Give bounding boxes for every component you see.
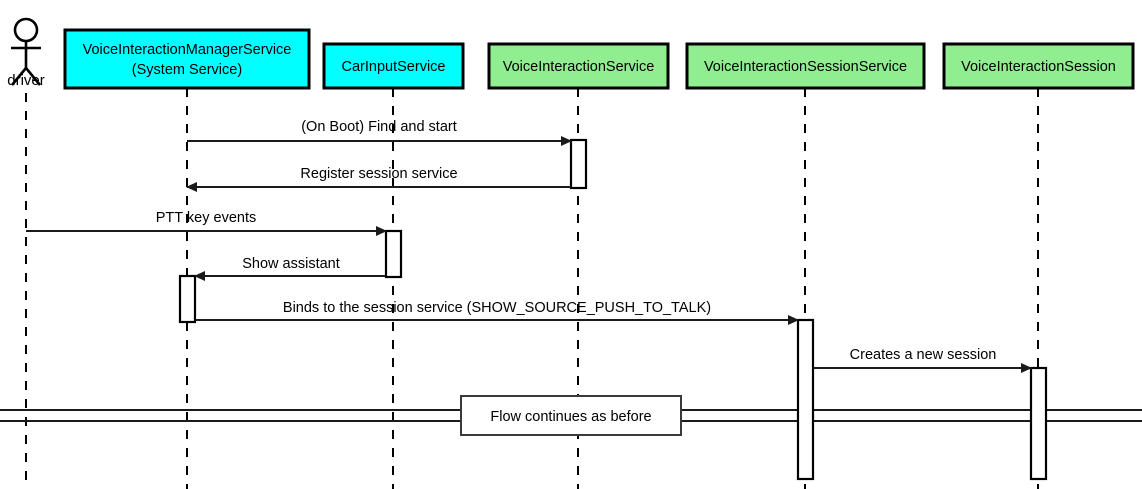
activation-bar-vsession (1029, 366, 1048, 481)
msg-register-session-service-label: Register session service (300, 166, 457, 182)
activation-bar-carinput (384, 229, 403, 279)
activation-bars-group (178, 138, 1048, 481)
actor-leg-left-icon (10, 67, 28, 86)
participant-label-vims: VoiceInteractionManagerService (83, 42, 292, 58)
participant-label-vis: VoiceInteractionService (503, 59, 655, 75)
participants-group: VoiceInteractionManagerService (System Se… (63, 28, 1135, 90)
actor-group: driver (7, 17, 45, 89)
participant-box-vsession[interactable] (942, 42, 1135, 90)
participant-box-vims[interactable] (63, 28, 311, 90)
msg-show-assistant-label: Show assistant (242, 256, 340, 272)
participant-label-vsession: VoiceInteractionSession (961, 59, 1116, 75)
participant-box-viss[interactable] (685, 42, 926, 90)
activation-bar-vims (178, 274, 197, 324)
activation-bar-viss (796, 318, 815, 481)
actor-head-icon (13, 17, 39, 43)
flow-break-box (460, 395, 682, 436)
flow-break-group: Flow continues as before (460, 395, 682, 436)
msg-ptt-key-events-label: PTT key events (156, 210, 256, 226)
activation-bar-vis (569, 138, 588, 190)
actor-leg-right-icon (24, 67, 42, 86)
actor-label-driver: driver (7, 72, 45, 89)
flow-break-label: Flow continues as before (490, 409, 651, 425)
msg-binds-to-session-service-label: Binds to the session service (SHOW_SOURC… (283, 300, 711, 316)
participant-sublabel-vims: (System Service) (132, 62, 242, 78)
participant-box-vis[interactable] (487, 42, 670, 90)
participant-box-carinput[interactable] (322, 42, 465, 90)
participant-label-viss: VoiceInteractionSessionService (704, 59, 907, 75)
msg-find-and-start-label: (On Boot) Find and start (301, 119, 457, 135)
participant-label-carinput: CarInputService (342, 59, 446, 75)
msg-creates-a-new-session-label: Creates a new session (850, 347, 997, 363)
